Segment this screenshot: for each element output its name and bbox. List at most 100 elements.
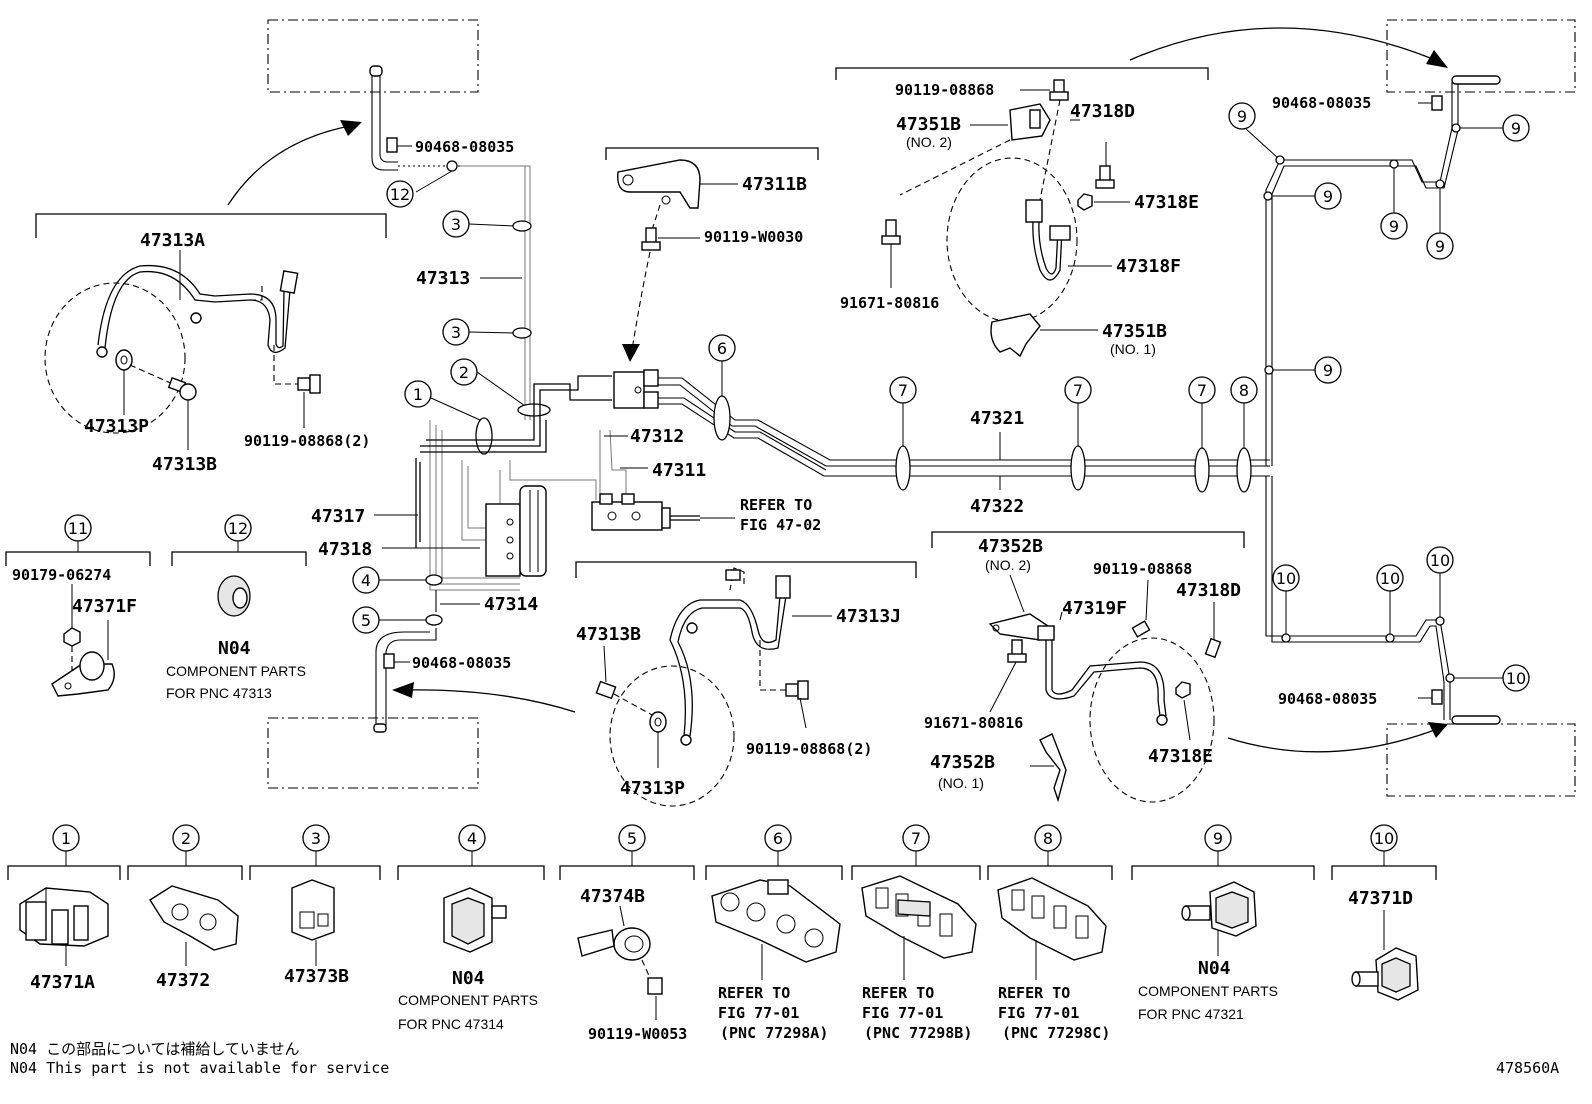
label-90468-08035-top-right: 90468-08035 [1272,94,1371,112]
svg-text:1: 1 [413,385,423,404]
label-90468-08035-mid: 90468-08035 [412,654,511,672]
label-no1-47351B: (NO. 1) [1110,341,1156,357]
label-90119-08868-top: 90119-08868 [895,81,994,99]
bracket-2-bottom [127,865,243,880]
bracket-8-bottom [987,865,1113,880]
svg-text:7: 7 [898,381,908,400]
label-90179-06274: 90179-06274 [12,566,111,584]
svg-text:8: 8 [1043,829,1053,848]
label-47313J: 47313J [836,606,901,627]
label-47317: 47317 [311,506,365,527]
svg-text:9: 9 [1511,119,1521,138]
pipe-network-upper-right [1129,27,1501,466]
main-brake-lines [658,377,1270,477]
clip-90468-bottom-right [1431,689,1443,705]
label-90119-W0053: 90119-W0053 [588,1025,687,1043]
label-47318D-right: 47318D [1176,580,1241,601]
label-n04-12: N04 [218,638,251,659]
label-47318-center: 47318 [318,539,372,560]
bracket-47311B [605,147,819,160]
svg-text:11: 11 [68,519,88,538]
svg-text:5: 5 [627,829,637,848]
svg-text:8: 8 [1239,381,1249,400]
svg-text:3: 3 [451,215,461,234]
bolt-90119-08868-right [1131,620,1151,638]
washer-47313P-center [649,711,667,733]
svg-text:6: 6 [717,339,727,358]
hose-47313J [609,567,791,807]
svg-text:5: 5 [361,611,371,630]
bracket-47313J [575,561,917,578]
bolt-91671-80816-top [881,219,901,245]
bolt-90119-W0030 [641,227,661,251]
svg-text:9: 9 [1323,187,1333,206]
pnc-77298B: (PNC 77298B) [864,1024,972,1042]
pnc-77298A: (PNC 77298A) [720,1024,828,1042]
pnc-77298C: (PNC 77298C) [1002,1024,1110,1042]
svg-text:9: 9 [1237,107,1247,126]
bracket-5-bottom [559,865,695,880]
ref-box-bottom-right [1386,723,1576,797]
svg-text:2: 2 [459,363,469,382]
nut-47318E-top [1077,193,1093,211]
refer-to-6: REFER TO [718,984,790,1002]
label-no1-47352B: (NO. 1) [938,775,984,791]
bracket-9-bottom [1131,865,1315,880]
callout-9-a [1228,102,1256,130]
label-47313A: 47313A [140,230,205,251]
label-47313B-left: 47313B [152,454,217,475]
label-47318D-top: 47318D [1070,101,1135,122]
refer-to-8: REFER TO [998,984,1070,1002]
bolt-90119-W0053 [647,977,663,995]
bracket-47351B-no2 [1009,103,1051,141]
svg-text:3: 3 [451,323,461,342]
label-47352B-no1: 47352B [930,752,995,773]
part-grommet-12 [217,575,251,617]
bracket-part-47311B [617,159,701,209]
svg-text:7: 7 [1073,381,1083,400]
clip-part-47371A [19,887,109,947]
bracket-10-bottom [1331,865,1437,880]
bolt-91671-80816-right [1007,639,1027,663]
label-91671-80816-right: 91671-80816 [924,714,1023,732]
master-cylinder [591,493,700,531]
bracket-12 [171,551,307,566]
bracket-47351B-no1 [990,313,1041,358]
label-47371F: 47371F [72,596,137,617]
svg-text:10: 10 [1430,551,1450,570]
fig-77-01-7: FIG 77-01 [862,1004,943,1022]
svg-text:4: 4 [361,571,371,590]
label-no2-47352B: (NO. 2) [985,557,1031,573]
label-n04-4: N04 [452,968,485,989]
bracket-4-bottom [397,865,545,880]
label-47313-center: 47313 [416,268,470,289]
label-90119-08868-2-center: 90119-08868(2) [746,740,872,758]
fig-77-01-6: FIG 77-01 [718,1004,799,1022]
bolt-90119-08868-center [785,680,809,700]
label-47319F: 47319F [1062,598,1127,619]
washer-47313P [115,349,133,371]
callout-1-center [404,380,432,408]
svg-text:1: 1 [61,829,71,848]
bolt-47313B-center [595,680,617,700]
refer-to-7: REFER TO [862,984,934,1002]
svg-text:10: 10 [1380,569,1400,588]
clip-90468-left-mid [383,653,395,669]
label-for-pnc-47321: FOR PNC 47321 [1138,1006,1244,1022]
label-90119-08868-right: 90119-08868 [1093,560,1192,578]
svg-text:6: 6 [773,829,783,848]
svg-text:7: 7 [1197,381,1207,400]
svg-text:3: 3 [311,829,321,848]
label-47372: 47372 [156,970,210,991]
clip-part-n04-9 [1181,881,1257,937]
clip-part-n04-4 [443,887,507,953]
svg-text:9: 9 [1389,217,1399,236]
diagram-id: 478560A [1496,1059,1559,1077]
svg-text:9: 9 [1435,237,1445,256]
label-component-parts-9: COMPONENT PARTS [1138,983,1278,999]
label-90119-08868-2-left: 90119-08868(2) [244,432,370,450]
label-component-parts-12: COMPONENT PARTS [166,663,306,679]
clip-90468-top [386,137,398,153]
bracket-11 [5,551,151,566]
